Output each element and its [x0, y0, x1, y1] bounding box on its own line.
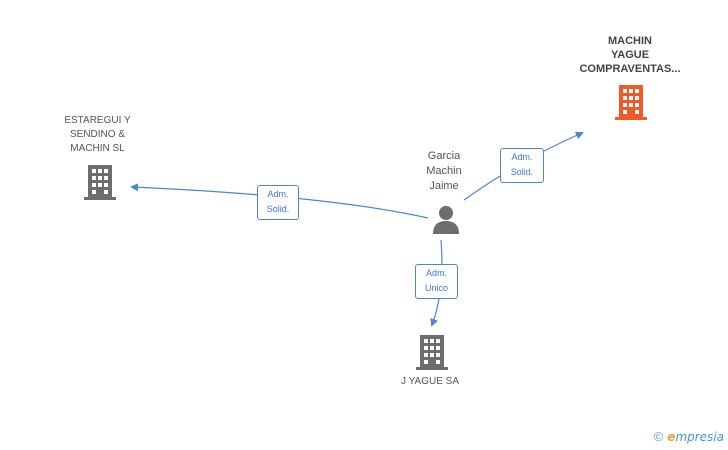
edge-badge-adm-unico-j-yague: Adm. Unico	[415, 264, 458, 299]
brand-footer[interactable]: © empresia	[654, 429, 724, 444]
company-label-machin-yague[interactable]: MACHIN YAGUE COMPRAVENTAS...	[579, 35, 681, 75]
person-label-garcia-machin-jaime[interactable]: Garcia Machin Jaime	[426, 150, 462, 192]
edge-badge-adm-solid-estaregui: Adm. Solid.	[257, 185, 299, 220]
edge-role-line1: Adm.	[425, 268, 447, 278]
brand-initial: e	[667, 429, 676, 444]
brand-rest: mpresia	[675, 429, 724, 444]
copyright-icon: ©	[653, 429, 664, 444]
building-icon[interactable]	[416, 334, 448, 370]
edge-badge-adm-solid-machin-yague: Adm. Solid.	[500, 148, 544, 183]
edge-role-line2: Unico	[424, 283, 448, 293]
edge-to-estaregui	[130, 183, 429, 219]
person-icon[interactable]	[431, 204, 461, 234]
company-label-j-yague[interactable]: J YAGUE SA	[401, 376, 459, 387]
brand-logo[interactable]: empresia	[667, 430, 724, 444]
building-icon[interactable]	[84, 164, 116, 200]
edge-role-line1: Adm.	[511, 152, 533, 162]
edge-role-line2: Solid.	[510, 167, 534, 177]
edge-role-line1: Adm.	[267, 189, 289, 199]
company-label-estaregui[interactable]: ESTAREGUI Y SENDINO & MACHIN SL	[64, 115, 131, 154]
edge-role-line2: Solid.	[266, 204, 290, 214]
building-icon[interactable]	[615, 84, 647, 120]
